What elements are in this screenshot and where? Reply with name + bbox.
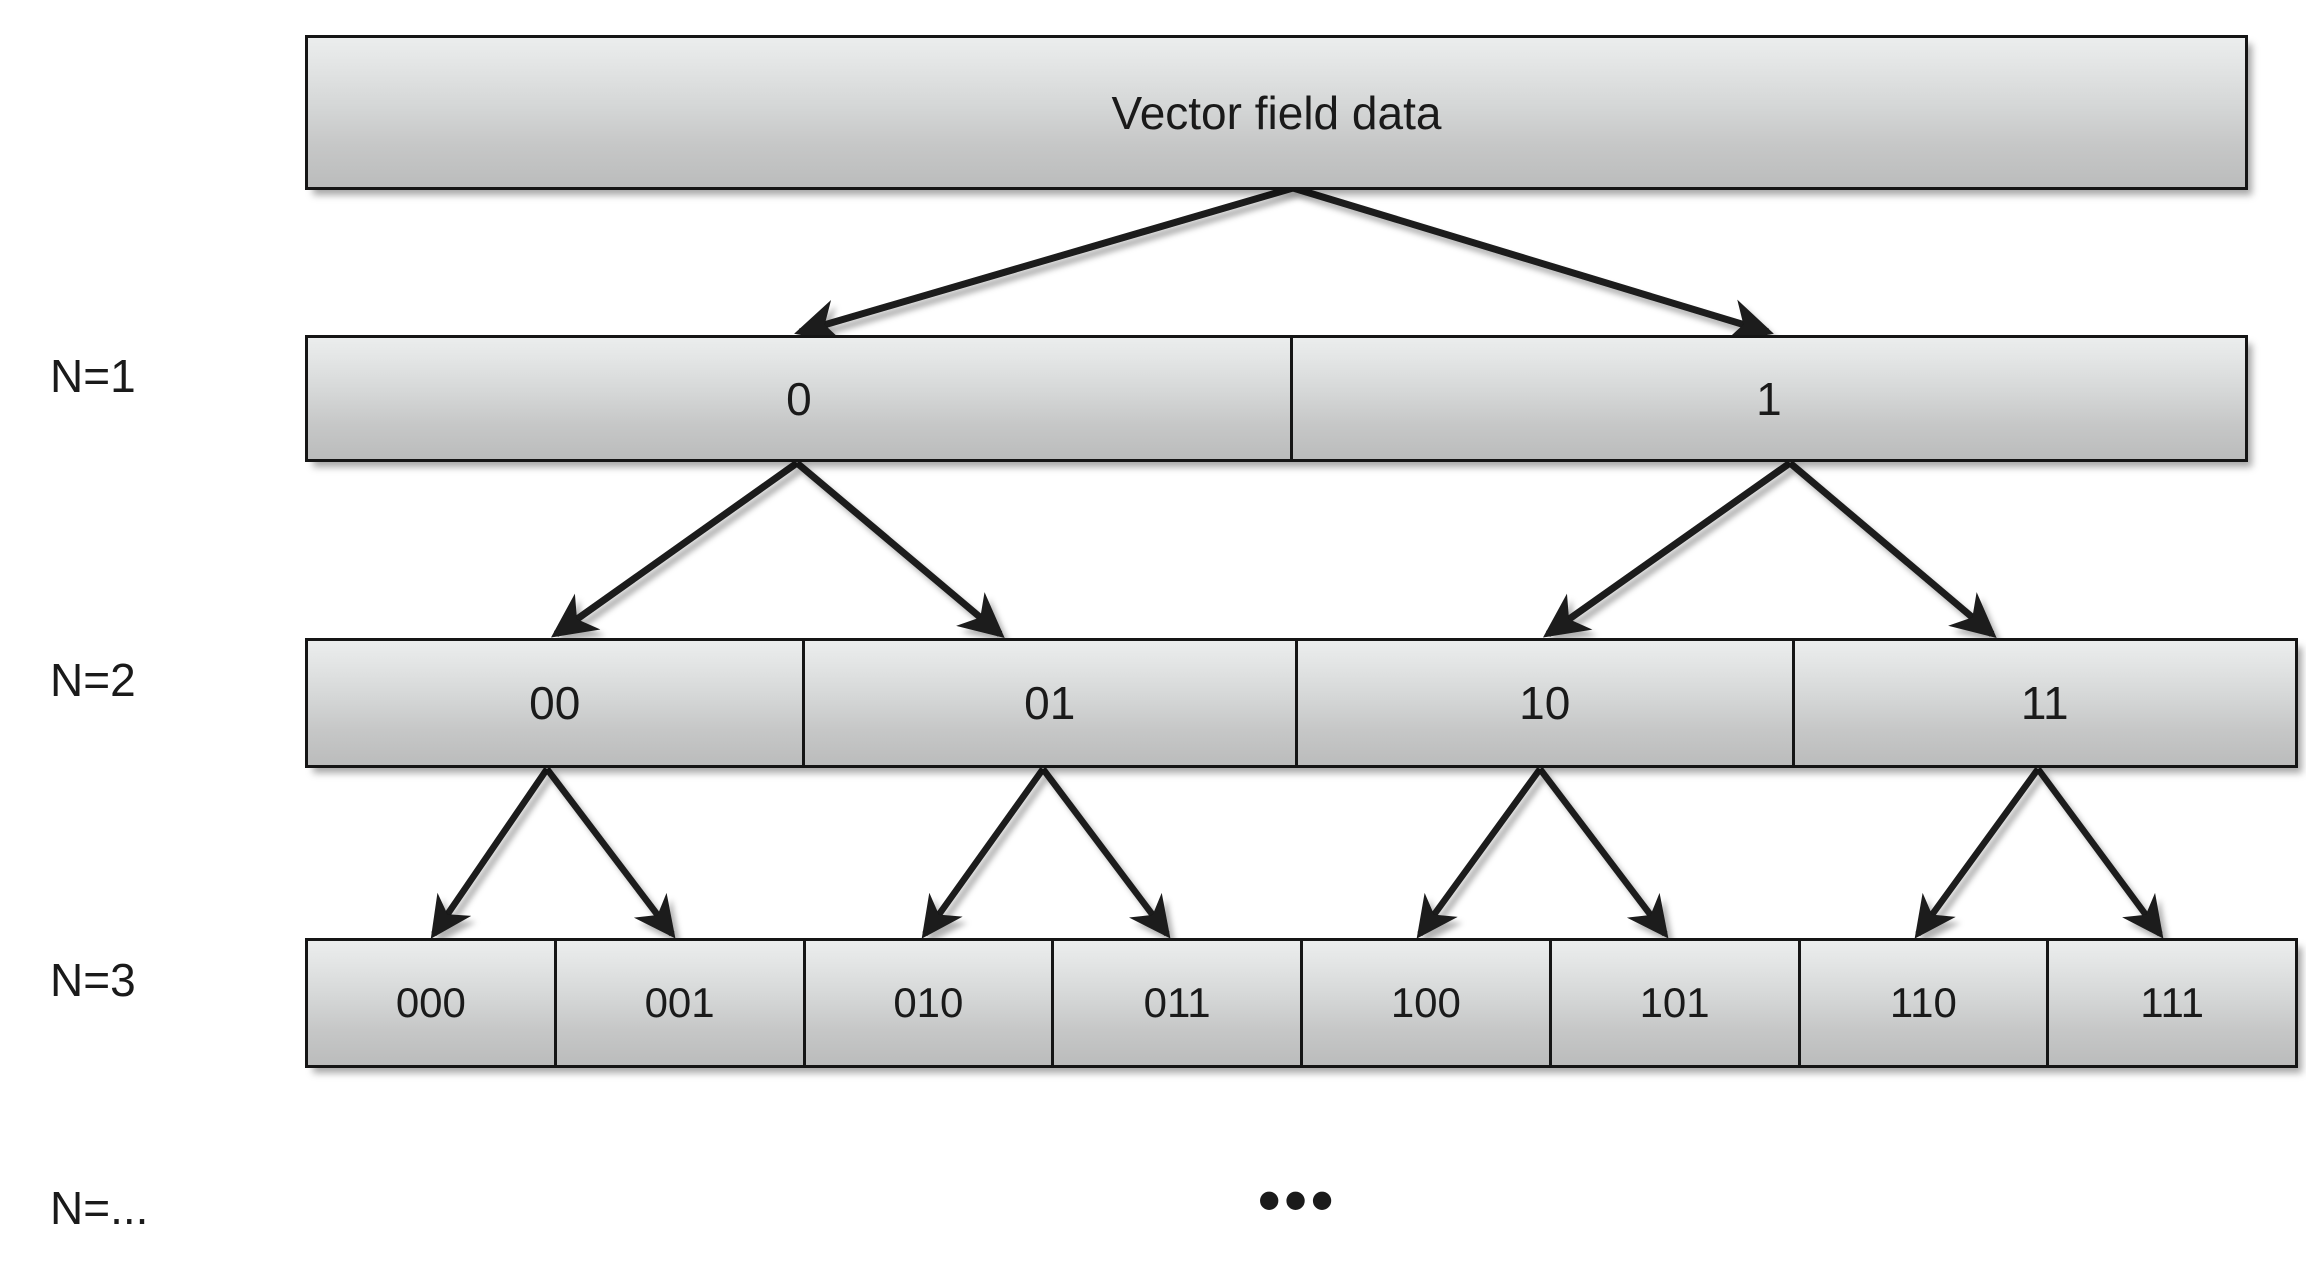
arrow-0-to-01 — [794, 460, 1005, 638]
cell-110[interactable]: 110 — [1797, 941, 2047, 1065]
arrow-root-to-0 — [794, 184, 1294, 343]
row-label-n2: N=2 — [50, 654, 136, 706]
arrow-root-to-1 — [1291, 184, 1774, 342]
cell-000[interactable]: 000 — [395, 979, 466, 1026]
arrow-10-to-100 — [1416, 767, 1543, 939]
arrow-01-to-011 — [1040, 767, 1171, 939]
cell-1[interactable]: 1 — [1289, 338, 2245, 459]
cell-001[interactable]: 001 — [553, 941, 803, 1065]
arrow-11-to-111 — [2035, 767, 2164, 939]
arrow-00-to-001 — [544, 767, 676, 939]
arrow-00-to-000 — [430, 767, 550, 939]
cell-11[interactable]: 11 — [1791, 641, 2295, 765]
ellipsis-indicator: ••• — [1258, 1164, 1338, 1236]
cell-0[interactable]: 0 — [786, 372, 812, 425]
cell-010[interactable]: 010 — [802, 941, 1052, 1065]
cell-011[interactable]: 011 — [1051, 941, 1300, 1065]
level-row-n3: 000 001 010 011 100 101 110 111 — [305, 938, 2298, 1068]
arrow-01-to-010 — [921, 767, 1046, 939]
cell-101[interactable]: 101 — [1548, 941, 1798, 1065]
arrow-10-to-101 — [1537, 767, 1669, 939]
row-label-n3: N=3 — [50, 954, 136, 1006]
arrow-1-to-10 — [1542, 460, 1793, 638]
arrow-1-to-11 — [1787, 460, 1997, 638]
arrow-0-to-00 — [551, 460, 800, 638]
root-box[interactable]: Vector field data — [305, 35, 2248, 190]
cell-01[interactable]: 01 — [801, 641, 1296, 765]
cell-111[interactable]: 111 — [2046, 941, 2295, 1065]
arrow-11-to-110 — [1914, 767, 2041, 939]
row-label-n-ellipsis: N=... — [50, 1182, 149, 1234]
cell-100[interactable]: 100 — [1300, 941, 1549, 1065]
level-row-n1: 0 1 — [305, 335, 2248, 462]
cell-00[interactable]: 00 — [529, 677, 581, 729]
cell-10[interactable]: 10 — [1295, 641, 1792, 765]
root-box-label: Vector field data — [1111, 86, 1442, 139]
level-row-n2: 00 01 10 11 — [305, 638, 2298, 768]
row-label-n1: N=1 — [50, 350, 136, 402]
